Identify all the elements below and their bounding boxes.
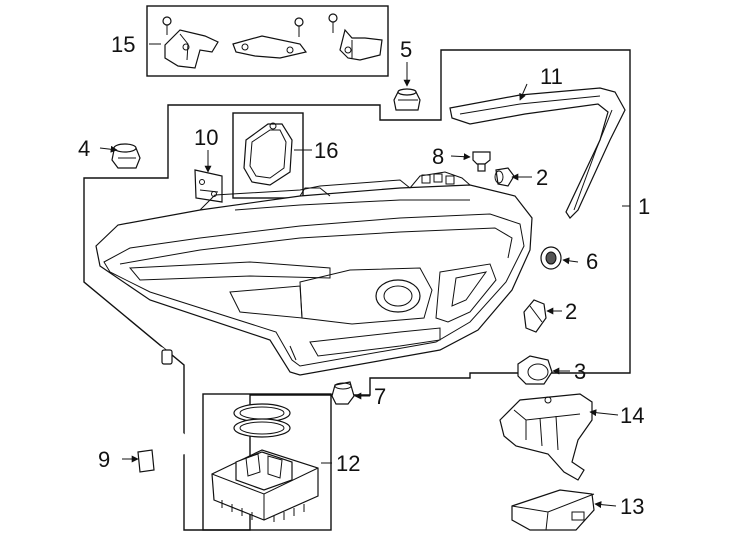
callout-13: 13 — [620, 494, 644, 519]
part-11-trim — [449, 87, 626, 219]
part-13-module — [511, 489, 595, 531]
frame-16-box — [232, 112, 304, 199]
callout-3: 3 — [574, 359, 586, 384]
main-assembly-frame — [83, 49, 631, 531]
part-9-hose — [101, 344, 190, 473]
part-7-bushing — [331, 381, 355, 405]
callout-1: 1 — [638, 194, 650, 219]
part-2-upper-clip — [494, 167, 515, 187]
frame-12-box — [202, 393, 332, 531]
leader-lines — [99, 43, 630, 509]
callout-labels: 15 5 11 4 10 16 8 2 1 6 2 3 7 14 9 12 13 — [78, 32, 650, 519]
callout-16: 16 — [314, 138, 338, 163]
part-15-brackets — [162, 13, 383, 69]
part-4-clip — [111, 143, 141, 169]
part-8-bolt — [472, 151, 491, 172]
callout-8: 8 — [432, 144, 444, 169]
part-14-bracket — [499, 393, 593, 481]
part-10-plate — [194, 169, 223, 203]
callout-7: 7 — [374, 384, 386, 409]
callout-5: 5 — [400, 37, 412, 62]
part-5-clip — [393, 88, 421, 111]
callout-9: 9 — [98, 447, 110, 472]
part-2-lower-clip — [523, 299, 547, 333]
part-6-grommet — [540, 246, 562, 270]
callout-11: 11 — [540, 64, 563, 89]
frame-15-box — [146, 5, 389, 77]
callout-12: 12 — [336, 451, 360, 476]
callout-4: 4 — [78, 136, 90, 161]
headlamp-housing — [95, 171, 533, 376]
callout-10: 10 — [194, 125, 218, 150]
part-12-module — [211, 403, 319, 522]
callout-2-upper: 2 — [536, 165, 548, 190]
part-16-gasket — [243, 122, 293, 186]
callout-14: 14 — [620, 403, 644, 428]
callout-6: 6 — [586, 249, 598, 274]
callout-2-lower: 2 — [565, 299, 577, 324]
part-3-clip — [517, 355, 553, 385]
callout-15: 15 — [111, 32, 135, 57]
